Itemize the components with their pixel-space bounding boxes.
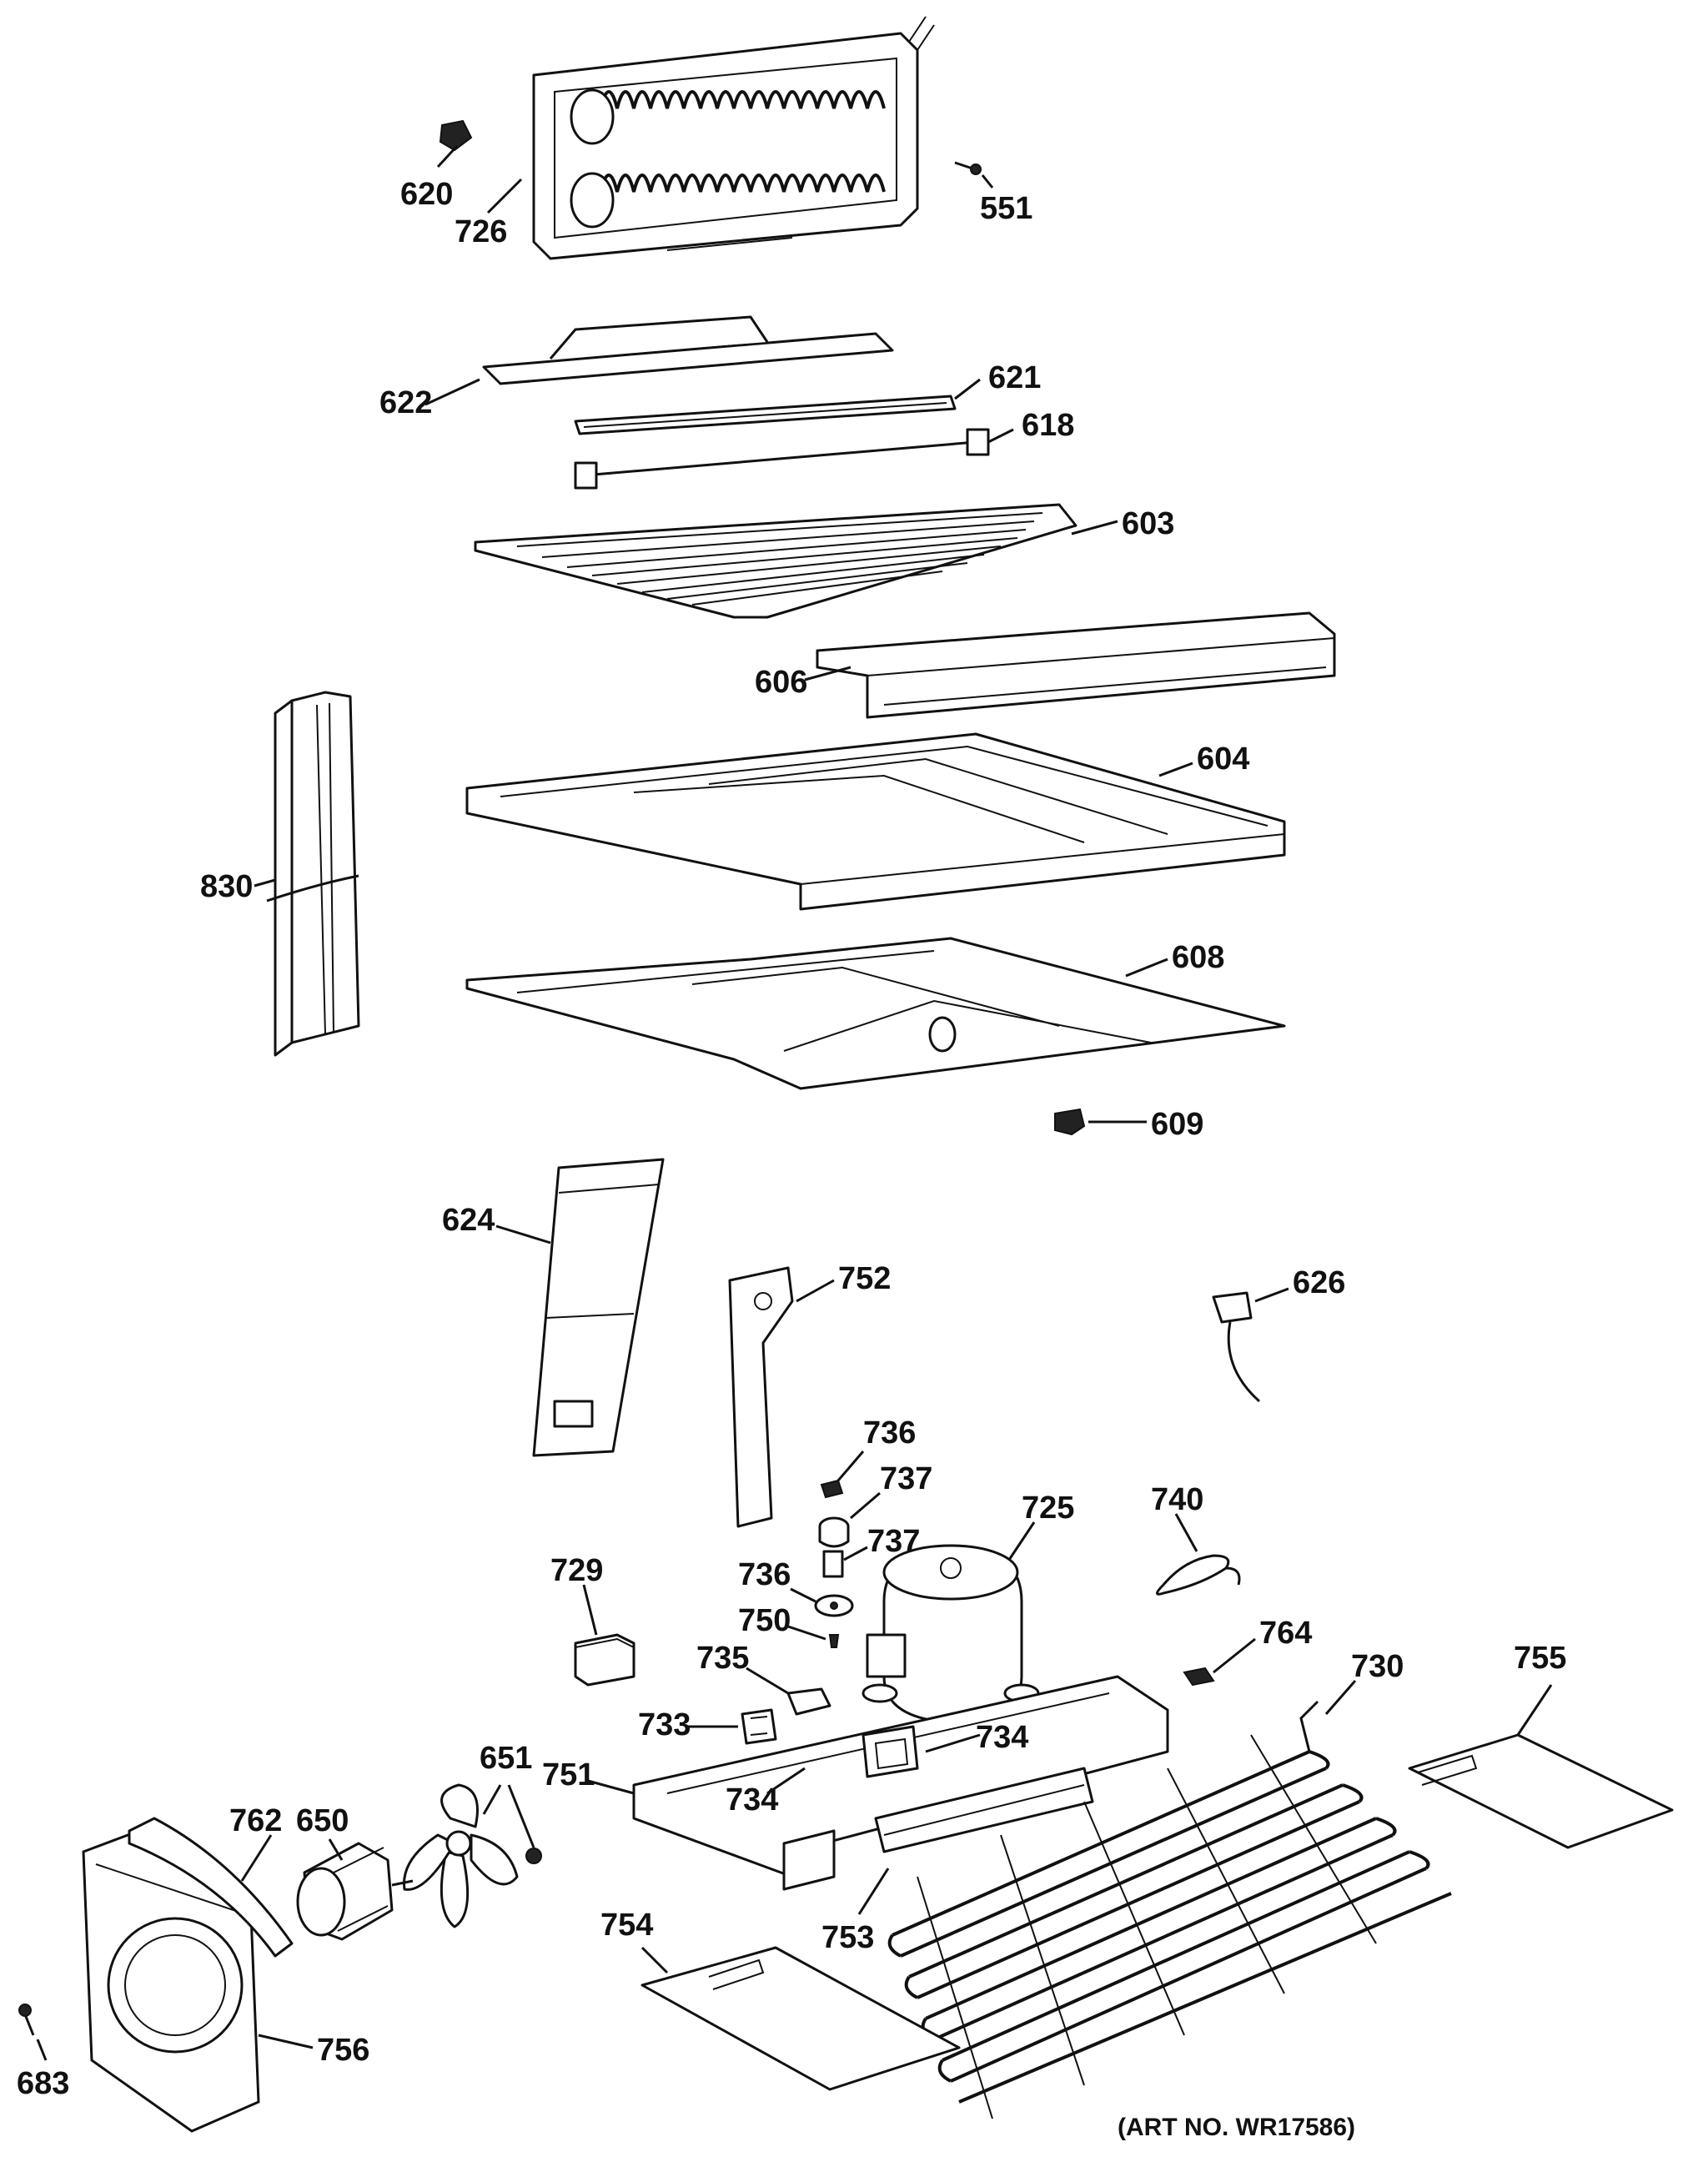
thermostat-knob-620 (439, 119, 473, 152)
gasket-762 (128, 1817, 294, 1958)
callout-755: 755 (1514, 1641, 1566, 1676)
callout-750: 750 (738, 1603, 791, 1638)
callout-740: 740 (1151, 1482, 1203, 1517)
callout-683: 683 (17, 2066, 69, 2101)
duct-624 (532, 1158, 665, 1457)
callout-736-upper: 736 (863, 1415, 916, 1451)
callout-620: 620 (400, 177, 453, 212)
callout-729: 729 (550, 1553, 603, 1588)
callout-734-left: 734 (726, 1782, 778, 1818)
callout-733: 733 (638, 1707, 691, 1742)
screw-551 (954, 161, 982, 175)
callout-618: 618 (1022, 408, 1074, 443)
callout-622: 622 (379, 385, 432, 420)
callout-551: 551 (980, 191, 1032, 226)
callout-751: 751 (542, 1757, 595, 1792)
callout-609: 609 (1151, 1107, 1203, 1142)
fan-motor-650 (296, 1842, 414, 1941)
evaporator-726 (532, 16, 935, 260)
damper-609 (1054, 1108, 1086, 1136)
condenser-730 (887, 1700, 1452, 2119)
washer-736-lower (814, 1594, 854, 1617)
cord-626 (1212, 1291, 1260, 1403)
leader-551 (981, 174, 994, 189)
callout-730: 730 (1351, 1649, 1404, 1684)
callout-752: 752 (838, 1261, 891, 1296)
rail-621 (574, 395, 957, 435)
capacitor-734 (862, 1725, 919, 1778)
callout-753: 753 (821, 1920, 874, 1955)
callout-734-right: 734 (976, 1720, 1028, 1755)
cover-735 (786, 1687, 831, 1716)
screw-683 (18, 2004, 35, 2036)
rod-618 (574, 428, 990, 490)
cover-753 (874, 1767, 1094, 1853)
callout-830: 830 (200, 869, 253, 904)
callout-606: 606 (755, 665, 807, 700)
callout-621: 621 (988, 360, 1041, 395)
bracket-752 (728, 1266, 794, 1528)
pan-604 (465, 732, 1286, 911)
grommet-737-lower (822, 1550, 844, 1578)
callout-650: 650 (296, 1803, 349, 1838)
pan-608 (465, 937, 1286, 1090)
shroud-756 (82, 1825, 260, 2133)
shelf-603 (474, 503, 1078, 619)
base-751 (632, 1675, 1169, 1891)
callout-603: 603 (1122, 506, 1174, 541)
callout-762: 762 (229, 1803, 282, 1838)
channel-830 (266, 691, 360, 1057)
callout-764: 764 (1259, 1616, 1312, 1651)
clip-740 (1156, 1554, 1241, 1596)
callout-725: 725 (1022, 1491, 1074, 1526)
callout-626: 626 (1293, 1265, 1345, 1300)
grommet-737-upper (818, 1516, 850, 1548)
clip-736-upper (820, 1479, 844, 1499)
pad-754 (640, 1946, 961, 2091)
leader-726 (486, 178, 523, 214)
cover-622 (482, 315, 894, 385)
callout-624: 624 (442, 1203, 495, 1238)
leader-620 (436, 144, 459, 168)
overload-733 (741, 1708, 777, 1745)
bolt-750 (828, 1634, 840, 1648)
callout-735: 735 (696, 1641, 749, 1676)
art-number: (ART NO. WR17586) (1118, 2114, 1355, 2141)
callout-604: 604 (1197, 742, 1249, 777)
callout-736-lower: 736 (738, 1557, 791, 1592)
callout-754: 754 (600, 1908, 653, 1943)
callout-737-upper: 737 (880, 1461, 932, 1496)
relay-729 (574, 1633, 635, 1687)
callout-651: 651 (480, 1741, 532, 1776)
deflector-606 (816, 611, 1336, 719)
callout-726: 726 (455, 214, 507, 249)
fan-blade-651 (403, 1783, 542, 1928)
clip-764 (1183, 1667, 1215, 1687)
callout-756: 756 (317, 2033, 369, 2068)
callout-608: 608 (1172, 940, 1224, 975)
pad-755 (1408, 1733, 1674, 1849)
